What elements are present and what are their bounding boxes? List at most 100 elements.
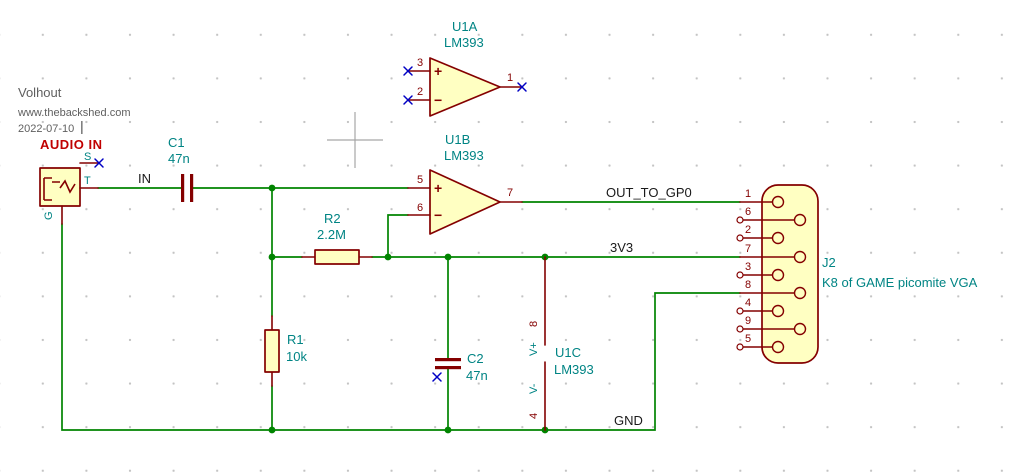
r1-value[interactable]: 10k xyxy=(286,349,307,364)
resistor-r2[interactable]: R2 2.2M xyxy=(301,211,373,265)
no-connect-icon[interactable] xyxy=(94,158,104,168)
u1c-pin-number: 4 xyxy=(528,413,540,419)
u1b-pin-number: 5 xyxy=(417,174,423,186)
wire-gnd-run[interactable] xyxy=(61,223,741,431)
j2-ref[interactable]: J2 xyxy=(822,255,836,270)
net-label-3v3[interactable]: 3V3 xyxy=(610,240,633,255)
date-text: 2022-07-10 xyxy=(18,123,74,135)
u1b-triangle xyxy=(429,169,501,235)
j2-pin-end xyxy=(736,307,744,315)
u1b-plus-sign: + xyxy=(434,180,442,196)
j2-hole xyxy=(793,250,807,264)
no-connect-icon[interactable] xyxy=(432,372,442,382)
j2-pin-number: 1 xyxy=(745,188,751,200)
u1a-triangle xyxy=(429,57,501,117)
wire-3v3-to-u1b-minus[interactable] xyxy=(387,214,409,258)
no-connect-icon[interactable] xyxy=(403,66,413,76)
r1-body xyxy=(264,329,280,373)
u1c-pin-number: 8 xyxy=(528,321,540,327)
j2-hole xyxy=(793,286,807,300)
u1b-value[interactable]: LM393 xyxy=(444,148,484,163)
resistor-r1[interactable]: R1 10k xyxy=(264,315,307,387)
net-label-in[interactable]: IN xyxy=(138,171,151,186)
audio-jack-symbol[interactable]: AUDIO IN S T G xyxy=(39,137,104,225)
j2-value[interactable]: K8 of GAME picomite VGA xyxy=(822,275,978,290)
c2-plate xyxy=(435,358,461,362)
j2-pin-number: 7 xyxy=(745,243,751,255)
c2-ref[interactable]: C2 xyxy=(467,351,484,366)
u1a-pin-number: 3 xyxy=(417,57,423,69)
u1c-ref[interactable]: U1C xyxy=(555,345,581,360)
j2-pin-number: 6 xyxy=(745,206,751,218)
j2-pin-number: 2 xyxy=(745,224,751,236)
connector-j2[interactable]: 1 6 2 7 3 8 4 9 5 J2 K8 of GAME picomite… xyxy=(736,184,978,364)
u1b-pin-number: 6 xyxy=(417,202,423,214)
j2-hole xyxy=(771,340,785,354)
r1-ref[interactable]: R1 xyxy=(287,332,304,347)
j2-pin-number: 4 xyxy=(745,297,751,309)
c1-ref[interactable]: C1 xyxy=(168,135,185,150)
j2-hole xyxy=(793,213,807,227)
junction-dot xyxy=(444,253,452,261)
u1a-ref[interactable]: U1A xyxy=(452,19,478,34)
r2-value[interactable]: 2.2M xyxy=(317,227,346,242)
j2-pin-end xyxy=(736,234,744,242)
jack-symbol-art xyxy=(43,177,76,201)
j2-hole xyxy=(771,231,785,245)
website-text: www.thebackshed.com xyxy=(17,107,131,119)
j2-pin-end xyxy=(736,325,744,333)
r2-body xyxy=(314,249,360,265)
jack-pin-g-name: G xyxy=(43,211,55,220)
j2-hole xyxy=(771,304,785,318)
net-label-out[interactable]: OUT_TO_GP0 xyxy=(606,185,692,200)
j2-body xyxy=(761,184,819,364)
j2-pin-number: 5 xyxy=(745,333,751,345)
opamp-u1c-power[interactable]: 8 V+ V- 4 U1C LM393 xyxy=(528,256,594,431)
c2-value[interactable]: 47n xyxy=(466,368,488,383)
j2-hole xyxy=(771,195,785,209)
opamp-u1a[interactable]: + − 3 2 1 U1A LM393 xyxy=(403,19,527,117)
titleblock-notes: Volhout www.thebackshed.com 2022-07-10 xyxy=(17,85,131,135)
net-label-gnd[interactable]: GND xyxy=(614,413,643,428)
text-cursor xyxy=(81,121,83,134)
u1c-pin-name: V- xyxy=(528,383,540,394)
opamp-u1b[interactable]: + − 5 6 7 U1B LM393 xyxy=(407,132,523,235)
c1-plate xyxy=(190,174,194,202)
c1-value[interactable]: 47n xyxy=(168,151,190,166)
u1c-pin-name: V+ xyxy=(528,342,540,356)
jack-pin-s-name: S xyxy=(84,151,91,163)
capacitor-c2[interactable]: C2 47n xyxy=(432,351,488,383)
u1b-minus-sign: − xyxy=(434,207,442,223)
cursor-crosshair-icon xyxy=(327,112,383,168)
author-text: Volhout xyxy=(18,85,62,100)
capacitor-c1[interactable]: C1 47n xyxy=(168,135,194,202)
u1a-pin-number: 1 xyxy=(507,72,513,84)
u1a-value[interactable]: LM393 xyxy=(444,35,484,50)
c1-plate xyxy=(181,174,185,202)
c2-plate xyxy=(435,366,461,370)
u1b-pin-number: 7 xyxy=(507,187,513,199)
junction-dot xyxy=(268,253,276,261)
u1a-minus-sign: − xyxy=(434,92,442,108)
r2-ref[interactable]: R2 xyxy=(324,211,341,226)
j2-hole xyxy=(771,268,785,282)
j2-pin-end xyxy=(736,343,744,351)
j2-pin-number: 8 xyxy=(745,279,751,291)
wires[interactable] xyxy=(61,187,741,431)
no-connect-icon[interactable] xyxy=(517,82,527,92)
j2-hole xyxy=(793,322,807,336)
no-connect-icon[interactable] xyxy=(403,95,413,105)
junction-dot xyxy=(268,184,276,192)
u1b-ref[interactable]: U1B xyxy=(445,132,470,147)
u1a-plus-sign: + xyxy=(434,63,442,79)
junction-dot xyxy=(268,426,276,434)
audio-in-label[interactable]: AUDIO IN xyxy=(40,137,103,152)
junction-dot xyxy=(444,426,452,434)
u1c-value[interactable]: LM393 xyxy=(554,362,594,377)
u1a-pin-number: 2 xyxy=(417,86,423,98)
junction-dots xyxy=(268,184,549,434)
j2-pin-number: 9 xyxy=(745,315,751,327)
j2-pin-end xyxy=(736,216,744,224)
